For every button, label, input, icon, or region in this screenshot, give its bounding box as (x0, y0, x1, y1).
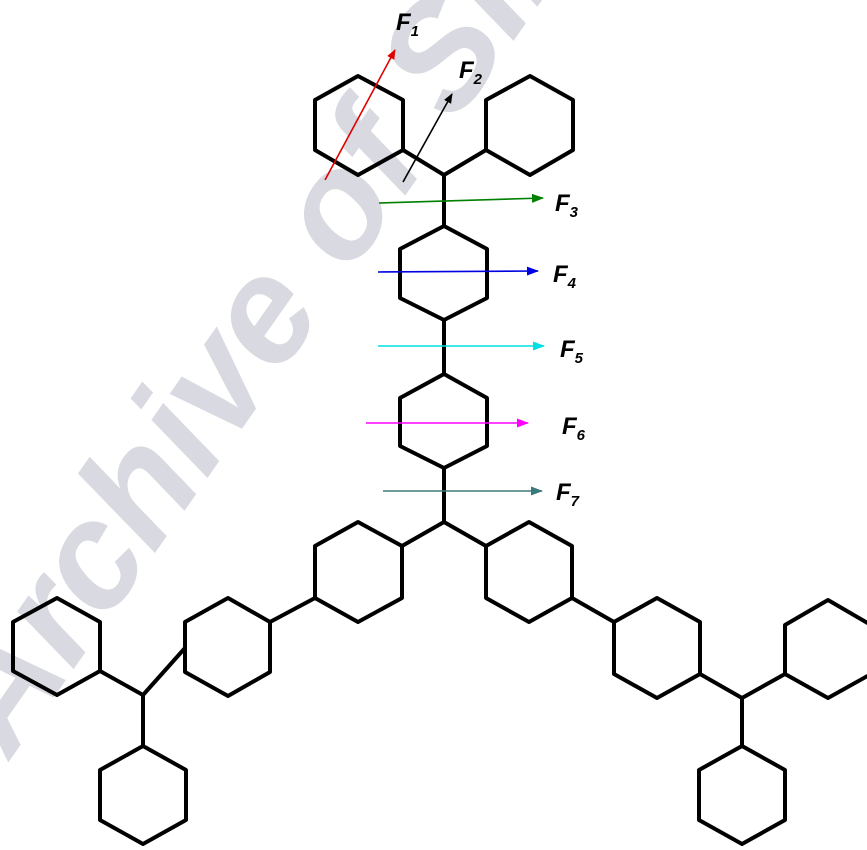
ring-right-bottom (697, 744, 787, 846)
ring-right-mid (612, 596, 702, 700)
ring-top-left (313, 74, 405, 177)
ring-left-outer (11, 596, 102, 697)
ring-left-bottom (98, 744, 188, 846)
force-label-f2: F2 (459, 57, 483, 88)
force-arrow-f2 (402, 93, 453, 183)
force-label-f4: F4 (553, 261, 577, 292)
ring-center-lower (398, 372, 489, 470)
force-label-f1: F1 (396, 9, 419, 40)
force-arrow-f1 (324, 49, 396, 181)
force-label-f3: F3 (555, 190, 579, 221)
force-label-f6: F6 (562, 413, 586, 444)
ring-left-inner (313, 520, 404, 624)
ring-center-upper (398, 224, 489, 322)
force-label-f7: F7 (556, 479, 580, 510)
force-arrow-f3 (378, 193, 544, 204)
watermark-text: Archive of SID (0, 0, 624, 782)
ring-right-inner (484, 520, 574, 624)
force-vectors (324, 49, 545, 496)
force-arrow-f4 (377, 266, 539, 276)
force-label-f5: F5 (560, 336, 584, 367)
ring-right-outer (783, 598, 867, 700)
ring-left-mid (183, 596, 272, 698)
force-labels: F1 F2 F3 F4 F5 F6 F7 (396, 9, 586, 510)
ring-top-right (484, 74, 575, 177)
bond-network (98, 148, 787, 748)
